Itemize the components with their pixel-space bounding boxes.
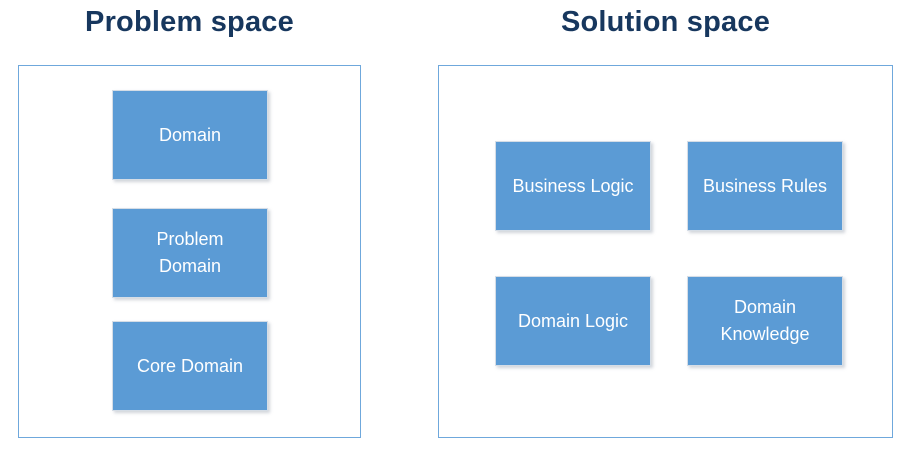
box-domain-knowledge: Domain Knowledge	[687, 276, 843, 366]
box-domain: Domain	[112, 90, 268, 180]
box-business-logic: Business Logic	[495, 141, 651, 231]
box-domain-logic: Domain Logic	[495, 276, 651, 366]
box-domain-label: Domain	[158, 124, 222, 145]
problem-space-frame: Domain Problem Domain Core Domain	[18, 65, 361, 438]
box-business-logic-label: Business Logic	[512, 175, 634, 196]
box-core-domain: Core Domain	[112, 321, 268, 411]
box-problem-domain-label: Problem Domain	[156, 229, 224, 276]
box-domain-logic-label: Domain Logic	[517, 310, 629, 331]
box-business-rules-label: Business Rules	[702, 175, 828, 196]
box-domain-knowledge-label: Domain Knowledge	[720, 297, 810, 344]
box-business-rules: Business Rules	[687, 141, 843, 231]
box-problem-domain: Problem Domain	[112, 208, 268, 298]
problem-space-title: Problem space	[85, 6, 294, 38]
box-core-domain-label: Core Domain	[136, 355, 244, 376]
solution-space-title: Solution space	[560, 6, 771, 38]
solution-space-frame: Business Logic Business Rules Domain Log…	[438, 65, 893, 438]
